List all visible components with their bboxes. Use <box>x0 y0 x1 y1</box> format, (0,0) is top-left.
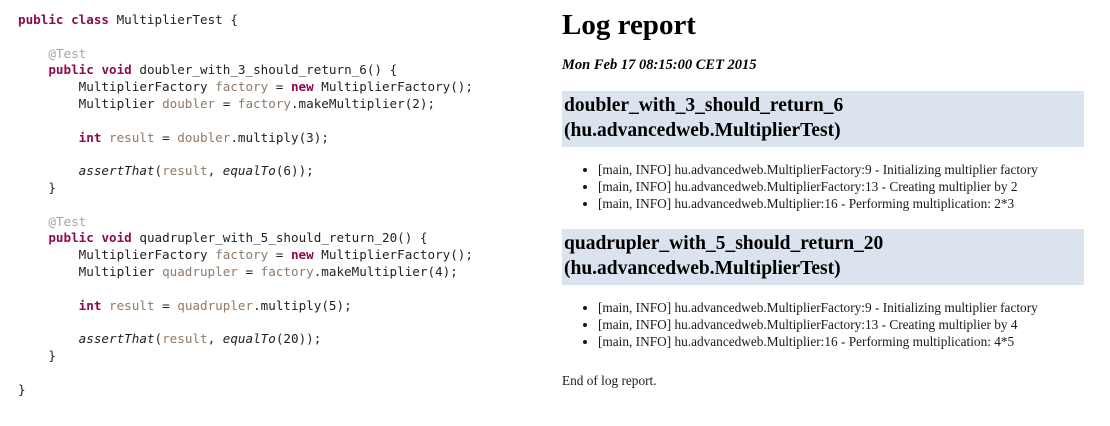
code-token: .makeMultiplier(4); <box>313 263 458 279</box>
code-token: .multiply(3); <box>230 129 329 145</box>
code-token: public <box>48 62 94 78</box>
code-token: class <box>71 12 110 27</box>
report-footer: End of log report. <box>562 373 657 388</box>
code-token: MultiplierFactory(); <box>313 247 473 263</box>
code-token <box>18 331 79 346</box>
code-token: ( <box>154 331 163 347</box>
code-token: void <box>101 62 132 78</box>
code-token: Multiplier <box>18 263 163 279</box>
code-token: assertThat <box>78 331 155 347</box>
test-class-name: (hu.advancedweb.MultiplierTest) <box>564 257 841 279</box>
test-block-container: doubler_with_3_should_return_6 (hu.advanc… <box>562 91 1084 350</box>
code-token: doubler_with_3_should_return_6() { <box>131 62 398 78</box>
log-entry: [main, INFO] hu.advancedweb.MultiplierFa… <box>598 316 1084 333</box>
code-token: @Test <box>48 213 87 229</box>
code-token: int <box>78 297 102 313</box>
code-token: MultiplierTest { <box>109 12 238 27</box>
log-entry-list: [main, INFO] hu.advancedweb.MultiplierFa… <box>562 161 1084 212</box>
test-heading[interactable]: quadrupler_with_5_should_return_20 (hu.ad… <box>562 229 1084 285</box>
code-token: } <box>18 179 56 195</box>
code-token: Multiplier <box>18 95 163 111</box>
code-token: int <box>78 129 102 145</box>
test-heading[interactable]: doubler_with_3_should_return_6 (hu.advanc… <box>562 91 1084 147</box>
code-token: = <box>154 297 178 313</box>
code-token: public <box>18 12 64 27</box>
code-token <box>18 230 48 245</box>
code-token: result <box>162 163 208 179</box>
test-class-name: (hu.advancedweb.MultiplierTest) <box>564 119 841 141</box>
code-token: factory <box>215 79 269 95</box>
log-entry: [main, INFO] hu.advancedweb.MultiplierFa… <box>598 161 1084 178</box>
code-token: MultiplierFactory <box>18 79 216 95</box>
log-entry: [main, INFO] hu.advancedweb.Multiplier:1… <box>598 333 1084 350</box>
code-token: = <box>215 95 238 111</box>
log-entry-list: [main, INFO] hu.advancedweb.MultiplierFa… <box>562 299 1084 350</box>
log-entry: [main, INFO] hu.advancedweb.MultiplierFa… <box>598 299 1084 316</box>
code-token: doubler <box>162 95 216 111</box>
code-token <box>18 214 48 229</box>
code-token <box>101 130 109 145</box>
code-token: factory <box>260 263 314 279</box>
code-token: , <box>207 331 223 347</box>
code-token: (20)); <box>275 331 322 347</box>
code-token: assertThat <box>78 163 155 179</box>
code-token: quadrupler <box>162 263 238 279</box>
log-entry: [main, INFO] hu.advancedweb.Multiplier:1… <box>598 195 1084 212</box>
code-token <box>18 46 48 61</box>
log-report-pane: Log report Mon Feb 17 08:15:00 CET 2015 … <box>556 0 1110 426</box>
code-token: = <box>154 129 178 145</box>
java-source-code: public class MultiplierTest { @Test publ… <box>18 12 556 398</box>
code-token <box>101 298 109 313</box>
code-token: public <box>48 230 94 246</box>
code-token: @Test <box>48 45 87 61</box>
code-token: MultiplierFactory <box>18 247 216 263</box>
page-title: Log report <box>562 9 696 41</box>
code-token: new <box>290 79 314 95</box>
code-token: equalTo <box>222 163 276 179</box>
code-token: equalTo <box>222 331 276 347</box>
source-code-pane: public class MultiplierTest { @Test publ… <box>18 12 556 398</box>
log-entry: [main, INFO] hu.advancedweb.MultiplierFa… <box>598 178 1084 195</box>
code-token: .multiply(5); <box>253 297 352 313</box>
code-token: quadrupler_with_5_should_return_20() { <box>131 230 428 246</box>
code-token <box>18 163 79 178</box>
report-timestamp: Mon Feb 17 08:15:00 CET 2015 <box>562 57 757 73</box>
test-block: quadrupler_with_5_should_return_20 (hu.ad… <box>562 229 1084 350</box>
code-token <box>64 12 72 27</box>
code-token <box>18 130 79 145</box>
code-token: doubler <box>177 129 231 145</box>
code-token: quadrupler <box>177 297 254 313</box>
code-token: (6)); <box>275 163 314 179</box>
code-token: result <box>109 129 155 145</box>
code-token <box>18 298 79 313</box>
code-token: , <box>207 163 223 179</box>
code-token: MultiplierFactory(); <box>313 79 473 95</box>
test-method-name: quadrupler_with_5_should_return_20 <box>564 233 884 254</box>
code-token: factory <box>215 247 269 263</box>
code-token: = <box>268 79 291 95</box>
test-block: doubler_with_3_should_return_6 (hu.advanc… <box>562 91 1084 212</box>
code-token: result <box>162 331 208 347</box>
code-token: = <box>268 247 291 263</box>
code-token <box>18 62 48 77</box>
test-method-name: doubler_with_3_should_return_6 <box>564 95 844 116</box>
code-token: .makeMultiplier(2); <box>290 95 436 111</box>
code-token: } <box>18 381 26 397</box>
code-token: ( <box>154 163 163 179</box>
code-token: = <box>237 263 261 279</box>
code-token: result <box>109 297 155 313</box>
code-token: } <box>18 347 56 363</box>
code-token: new <box>290 247 314 263</box>
code-token: factory <box>237 95 291 111</box>
code-token: void <box>101 230 132 246</box>
